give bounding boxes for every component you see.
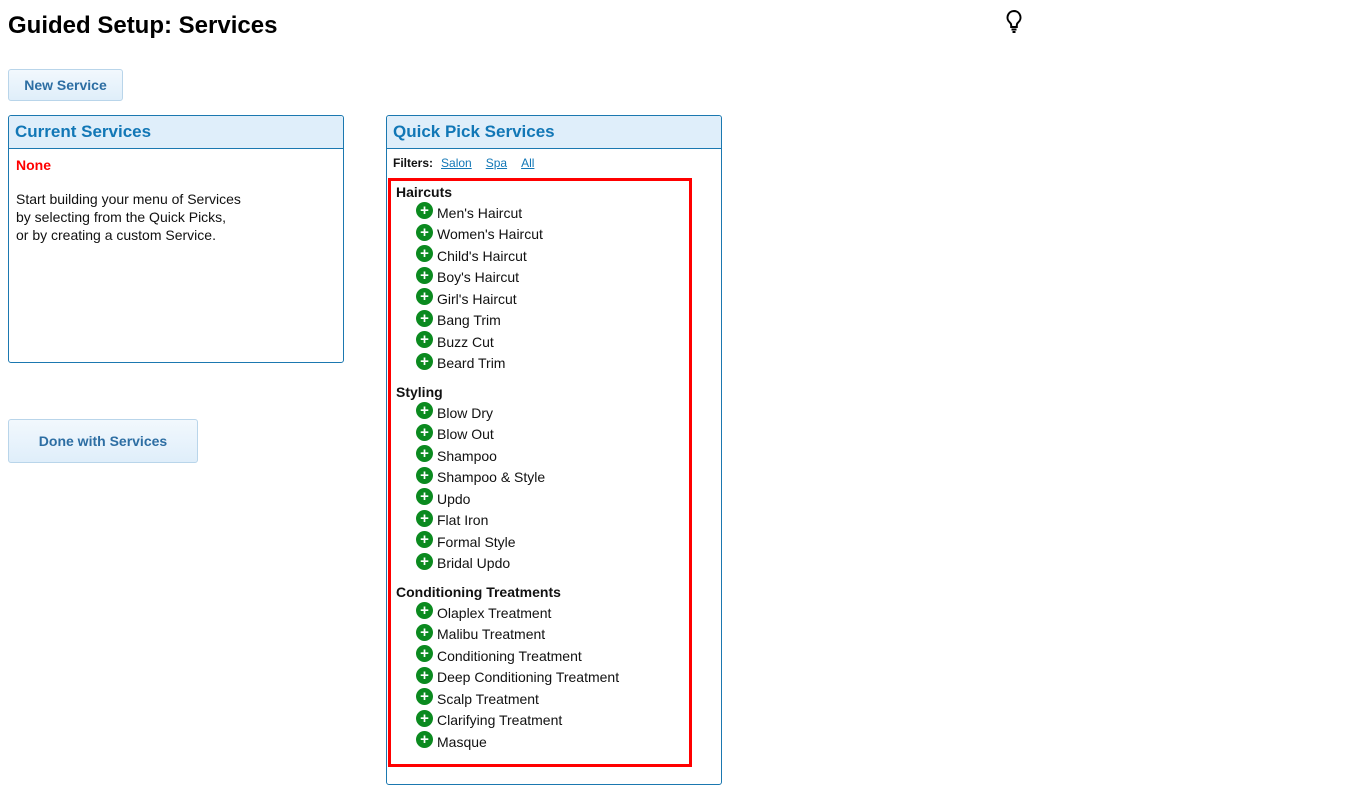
quick-pick-item[interactable]: +Blow Dry: [396, 402, 689, 424]
add-icon[interactable]: +: [416, 602, 433, 620]
item-label: Olaplex Treatment: [437, 604, 552, 621]
quick-pick-item[interactable]: +Olaplex Treatment: [396, 602, 689, 624]
quick-pick-item[interactable]: +Formal Style: [396, 531, 689, 553]
quick-pick-panel: Quick Pick Services Filters: Salon Spa A…: [386, 115, 722, 785]
filters-label: Filters:: [393, 156, 434, 170]
item-label: Clarifying Treatment: [437, 712, 563, 729]
item-label: Scalp Treatment: [437, 690, 539, 707]
add-icon[interactable]: +: [416, 266, 433, 284]
add-icon[interactable]: +: [416, 309, 433, 327]
quick-pick-item[interactable]: +Scalp Treatment: [396, 688, 689, 710]
filter-all[interactable]: All: [521, 156, 535, 170]
quick-pick-item[interactable]: +Updo: [396, 488, 689, 510]
service-group: Styling+Blow Dry+Blow Out+Shampoo+Shampo…: [396, 383, 689, 574]
add-icon[interactable]: +: [416, 552, 433, 570]
add-icon[interactable]: +: [416, 488, 433, 506]
quick-pick-item[interactable]: +Masque: [396, 731, 689, 753]
add-icon[interactable]: +: [416, 709, 433, 727]
quick-pick-item[interactable]: +Conditioning Treatment: [396, 645, 689, 667]
quick-pick-item[interactable]: +Clarifying Treatment: [396, 709, 689, 732]
add-icon[interactable]: +: [416, 331, 433, 349]
highlight-box: Haircuts+Men's Haircut+Women's Haircut+C…: [388, 178, 692, 767]
quick-pick-item[interactable]: +Girl's Haircut: [396, 288, 689, 310]
item-label: Blow Out: [437, 426, 494, 443]
quick-pick-item[interactable]: +Shampoo & Style: [396, 466, 689, 489]
quick-pick-item[interactable]: +Bang Trim: [396, 309, 689, 332]
add-icon[interactable]: +: [416, 666, 433, 684]
done-with-services-button[interactable]: Done with Services: [8, 419, 198, 463]
add-icon[interactable]: +: [416, 645, 433, 663]
quick-pick-item[interactable]: +Buzz Cut: [396, 331, 689, 353]
page-title: Guided Setup: Services: [8, 12, 278, 39]
item-label: Beard Trim: [437, 355, 506, 372]
add-icon[interactable]: +: [416, 288, 433, 306]
add-icon[interactable]: +: [416, 531, 433, 549]
item-label: Buzz Cut: [437, 333, 494, 350]
quick-pick-item[interactable]: +Shampoo: [396, 445, 689, 467]
quick-pick-title: Quick Pick Services: [387, 116, 721, 149]
add-icon[interactable]: +: [416, 352, 433, 370]
quick-pick-item[interactable]: +Men's Haircut: [396, 202, 689, 224]
item-label: Conditioning Treatment: [437, 647, 582, 664]
item-label: Formal Style: [437, 533, 516, 550]
add-icon[interactable]: +: [416, 445, 433, 463]
add-icon[interactable]: +: [416, 731, 433, 749]
item-label: Bang Trim: [437, 312, 501, 329]
filter-spa[interactable]: Spa: [485, 156, 508, 170]
item-label: Flat Iron: [437, 512, 489, 529]
empty-message: Start building your menu of Services by …: [16, 190, 336, 244]
item-label: Shampoo & Style: [437, 469, 546, 486]
item-label: Updo: [437, 490, 471, 507]
group-heading: Styling: [396, 384, 443, 400]
add-icon[interactable]: +: [416, 509, 433, 527]
add-icon[interactable]: +: [416, 245, 433, 263]
service-group: Conditioning Treatments+Olaplex Treatmen…: [396, 583, 689, 753]
quick-pick-item[interactable]: +Beard Trim: [396, 352, 689, 375]
filter-salon[interactable]: Salon: [441, 156, 472, 170]
lightbulb-icon[interactable]: [1005, 9, 1023, 35]
quick-pick-item[interactable]: +Flat Iron: [396, 509, 689, 532]
item-label: Child's Haircut: [437, 247, 527, 264]
add-icon[interactable]: +: [416, 402, 433, 420]
current-services-title: Current Services: [9, 116, 343, 149]
add-icon[interactable]: +: [416, 202, 433, 220]
current-services-panel: Current Services None Start building you…: [8, 115, 344, 363]
group-heading: Haircuts: [396, 184, 453, 200]
item-label: Malibu Treatment: [437, 626, 546, 643]
quick-pick-item[interactable]: +Malibu Treatment: [396, 623, 689, 646]
new-service-button[interactable]: New Service: [8, 69, 123, 101]
quick-pick-item[interactable]: +Boy's Haircut: [396, 266, 689, 289]
message-line: by selecting from the Quick Picks,: [16, 209, 227, 225]
add-icon[interactable]: +: [416, 688, 433, 706]
item-label: Masque: [437, 733, 487, 750]
add-icon[interactable]: +: [416, 423, 433, 441]
none-label: None: [16, 157, 51, 173]
add-icon[interactable]: +: [416, 223, 433, 241]
item-label: Bridal Updo: [437, 555, 511, 572]
quick-pick-item[interactable]: +Bridal Updo: [396, 552, 689, 575]
item-label: Girl's Haircut: [437, 290, 517, 307]
quick-pick-item[interactable]: +Women's Haircut: [396, 223, 689, 246]
item-label: Men's Haircut: [437, 204, 523, 221]
item-label: Boy's Haircut: [437, 269, 520, 286]
item-label: Shampoo: [437, 447, 497, 464]
group-heading: Conditioning Treatments: [396, 584, 561, 600]
add-icon[interactable]: +: [416, 466, 433, 484]
filters-bar: Filters: Salon Spa All: [393, 156, 715, 170]
quick-pick-item[interactable]: +Blow Out: [396, 423, 689, 446]
item-label: Women's Haircut: [437, 226, 543, 243]
quick-pick-item[interactable]: +Deep Conditioning Treatment: [396, 666, 689, 689]
item-label: Deep Conditioning Treatment: [437, 669, 620, 686]
message-line: or by creating a custom Service.: [16, 227, 216, 243]
service-group: Haircuts+Men's Haircut+Women's Haircut+C…: [396, 183, 689, 374]
quick-pick-item[interactable]: +Child's Haircut: [396, 245, 689, 267]
message-line: Start building your menu of Services: [16, 191, 241, 207]
item-label: Blow Dry: [437, 404, 494, 421]
add-icon[interactable]: +: [416, 623, 433, 641]
